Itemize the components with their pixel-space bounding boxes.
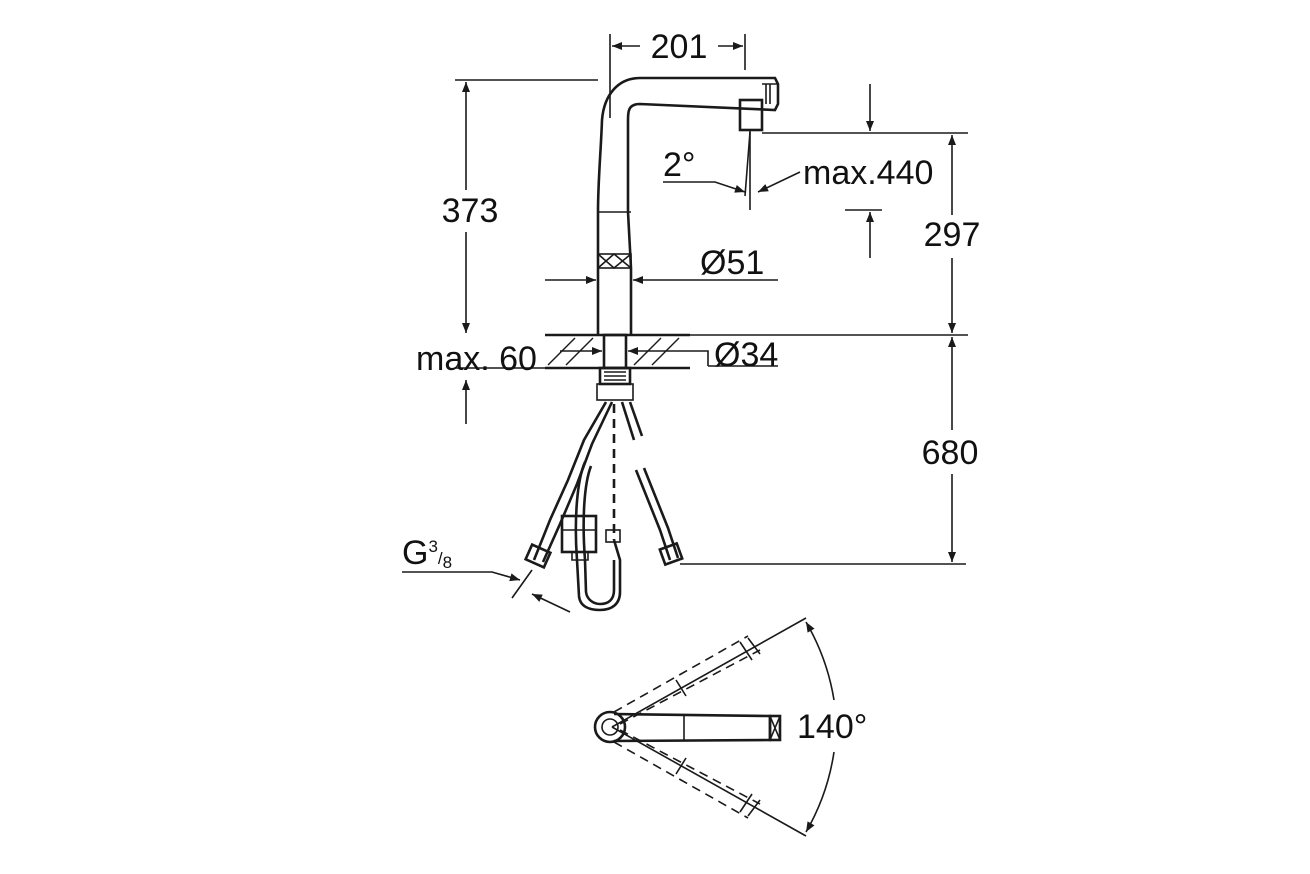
hose-weight xyxy=(560,514,598,554)
pullout-hose-loop xyxy=(574,461,622,612)
hose-left xyxy=(532,401,608,561)
spray-head xyxy=(738,98,764,132)
faucet-body-outline xyxy=(596,76,780,335)
label-pullout-length: max.440 xyxy=(803,154,933,192)
top-view-base xyxy=(593,710,627,744)
label-hose-length: 680 xyxy=(922,434,979,472)
label-outlet-height: 297 xyxy=(924,216,981,254)
dimension-labels: 201 373 2° max.440 297 Ø51 Ø34 max. 60 6… xyxy=(402,28,980,746)
mounting-shank xyxy=(602,333,628,370)
label-total-height: 373 xyxy=(442,192,499,230)
dimension-lines xyxy=(402,34,968,613)
hose-fitting-right xyxy=(658,541,684,567)
hose-clip xyxy=(605,529,621,543)
label-connection-thread: G3/8 xyxy=(402,534,452,572)
label-hole-diameter: Ø34 xyxy=(714,336,778,374)
label-body-diameter: Ø51 xyxy=(700,244,764,282)
top-view-spout-upper xyxy=(613,635,761,725)
top-view-spout xyxy=(613,712,772,743)
hose-fitting-left xyxy=(523,542,553,570)
hose-right xyxy=(620,401,644,441)
hose-connector xyxy=(596,383,634,401)
top-view-spout-lower xyxy=(613,729,761,819)
handle-ring xyxy=(597,253,632,269)
label-spray-angle: 2° xyxy=(663,146,696,184)
supply-hoses xyxy=(523,401,684,612)
label-swivel-angle: 140° xyxy=(797,708,867,746)
label-deck-thickness: max. 60 xyxy=(416,340,537,378)
faucet-top-view xyxy=(593,617,835,837)
label-spout-reach: 201 xyxy=(651,28,708,66)
faucet-side-view xyxy=(545,76,780,401)
